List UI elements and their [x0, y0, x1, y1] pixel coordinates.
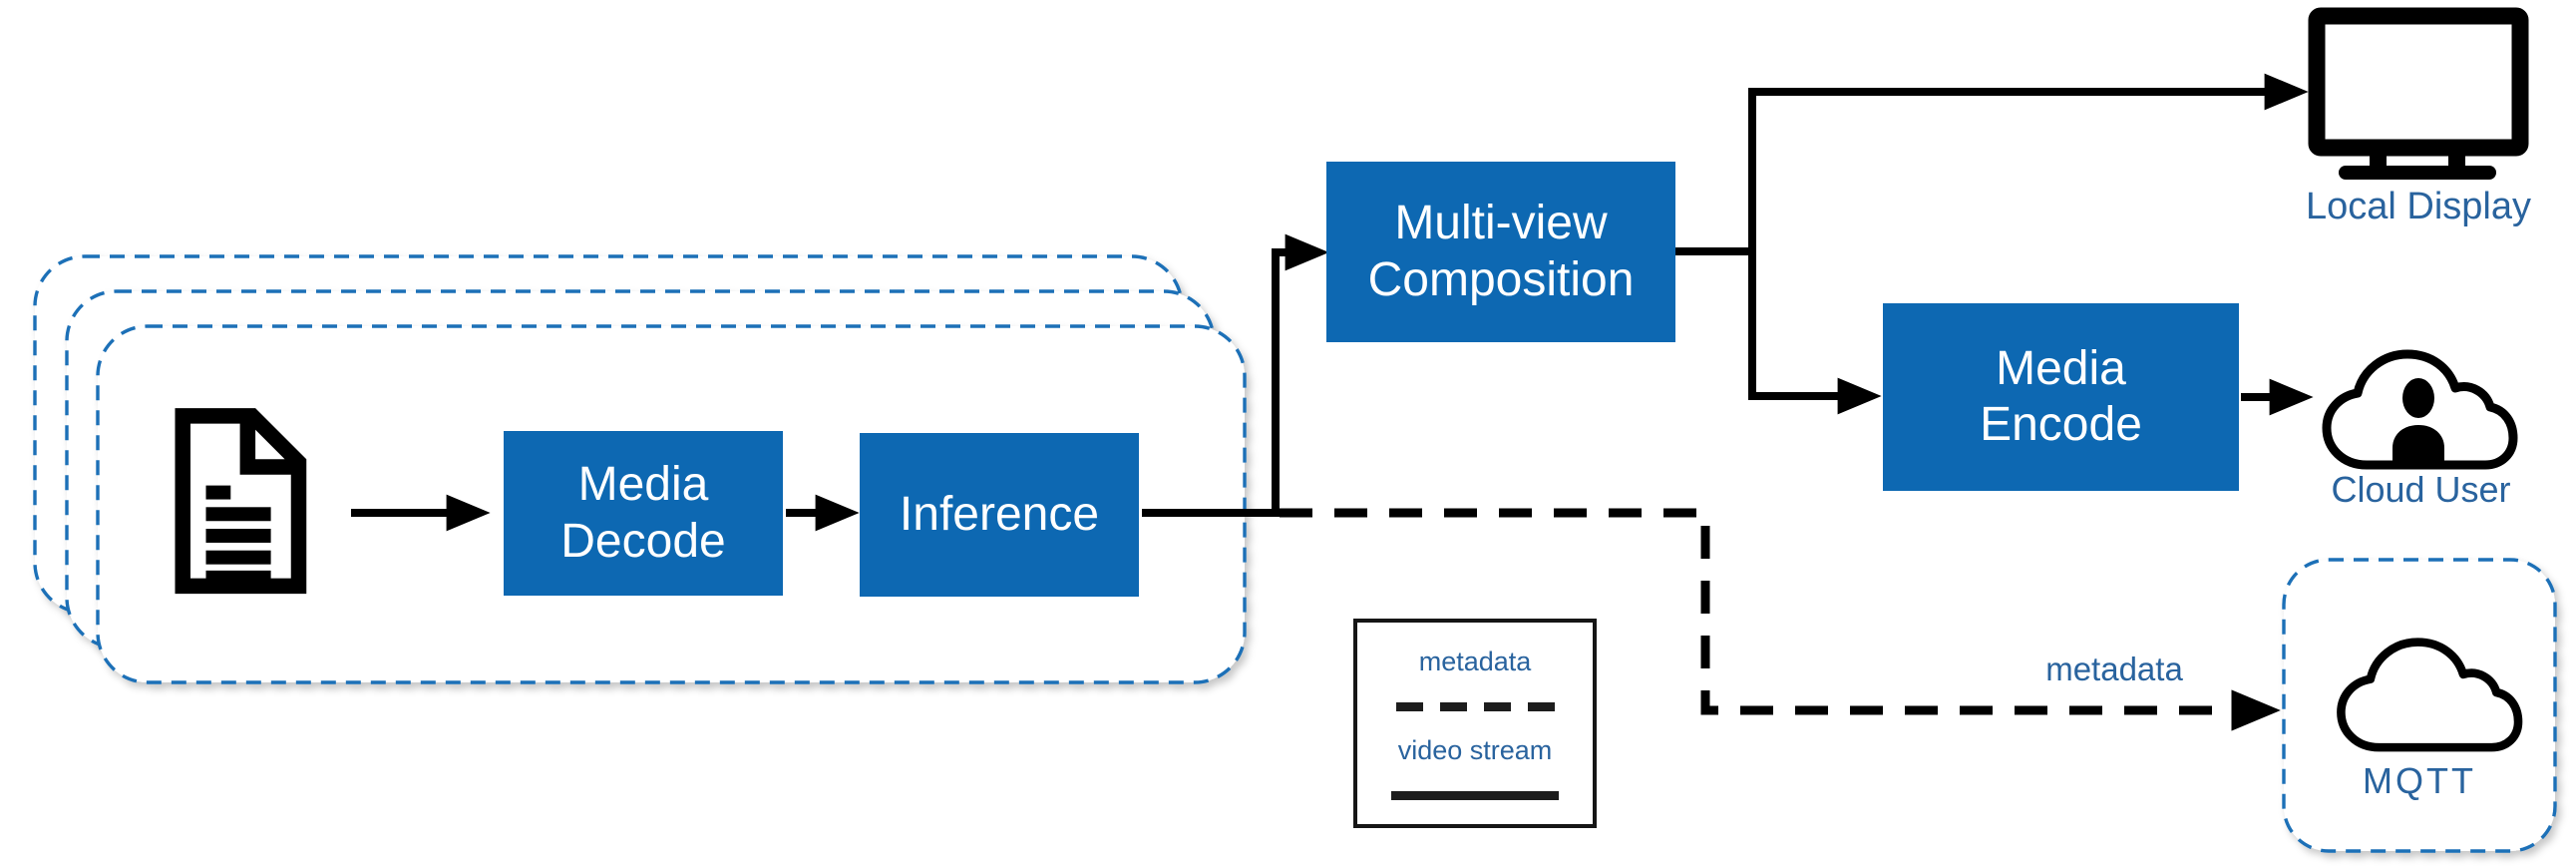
node-media-encode: Media Encode [1883, 303, 2239, 491]
cloud-icon [2337, 638, 2523, 752]
node-media-decode: Media Decode [504, 431, 783, 596]
local-display-label: Local Display [2306, 186, 2531, 227]
node-multi-view-composition: Multi-view Composition [1326, 162, 1675, 342]
document-icon [175, 408, 307, 595]
legend-metadata-label: metadata [1418, 647, 1532, 677]
legend: metadata video stream [1353, 619, 1597, 828]
legend-dash [1527, 701, 1555, 711]
edge-inference-to-multi-view [1142, 233, 1329, 517]
node-inference-line1: Inference [899, 487, 1100, 541]
cloud-user-icon [2322, 349, 2518, 470]
legend-dash [1439, 701, 1467, 711]
metadata-edge-label: metadata [2045, 650, 2183, 687]
legend-video-stream-label: video stream [1397, 735, 1553, 766]
node-media-encode-line2: Encode [1980, 398, 2142, 451]
mqtt-label: MQTT [2363, 760, 2476, 801]
node-media-encode-line1: Media [1996, 341, 2126, 395]
node-multi-view-line1: Multi-view [1394, 197, 1608, 250]
node-multi-view-line2: Composition [1367, 252, 1635, 306]
legend-dash [1483, 701, 1511, 711]
node-media-decode-line2: Decode [560, 514, 726, 568]
node-inference: Inference [860, 433, 1139, 597]
legend-dash [1395, 701, 1423, 711]
monitor-icon [2308, 7, 2529, 180]
cloud-user-label: Cloud User [2331, 469, 2511, 510]
node-media-decode-line1: Media [577, 458, 709, 512]
legend-dashed-line [1395, 701, 1555, 711]
edge-inference-to-mqtt-metadata [1280, 508, 2281, 731]
legend-solid-line [1391, 790, 1559, 800]
